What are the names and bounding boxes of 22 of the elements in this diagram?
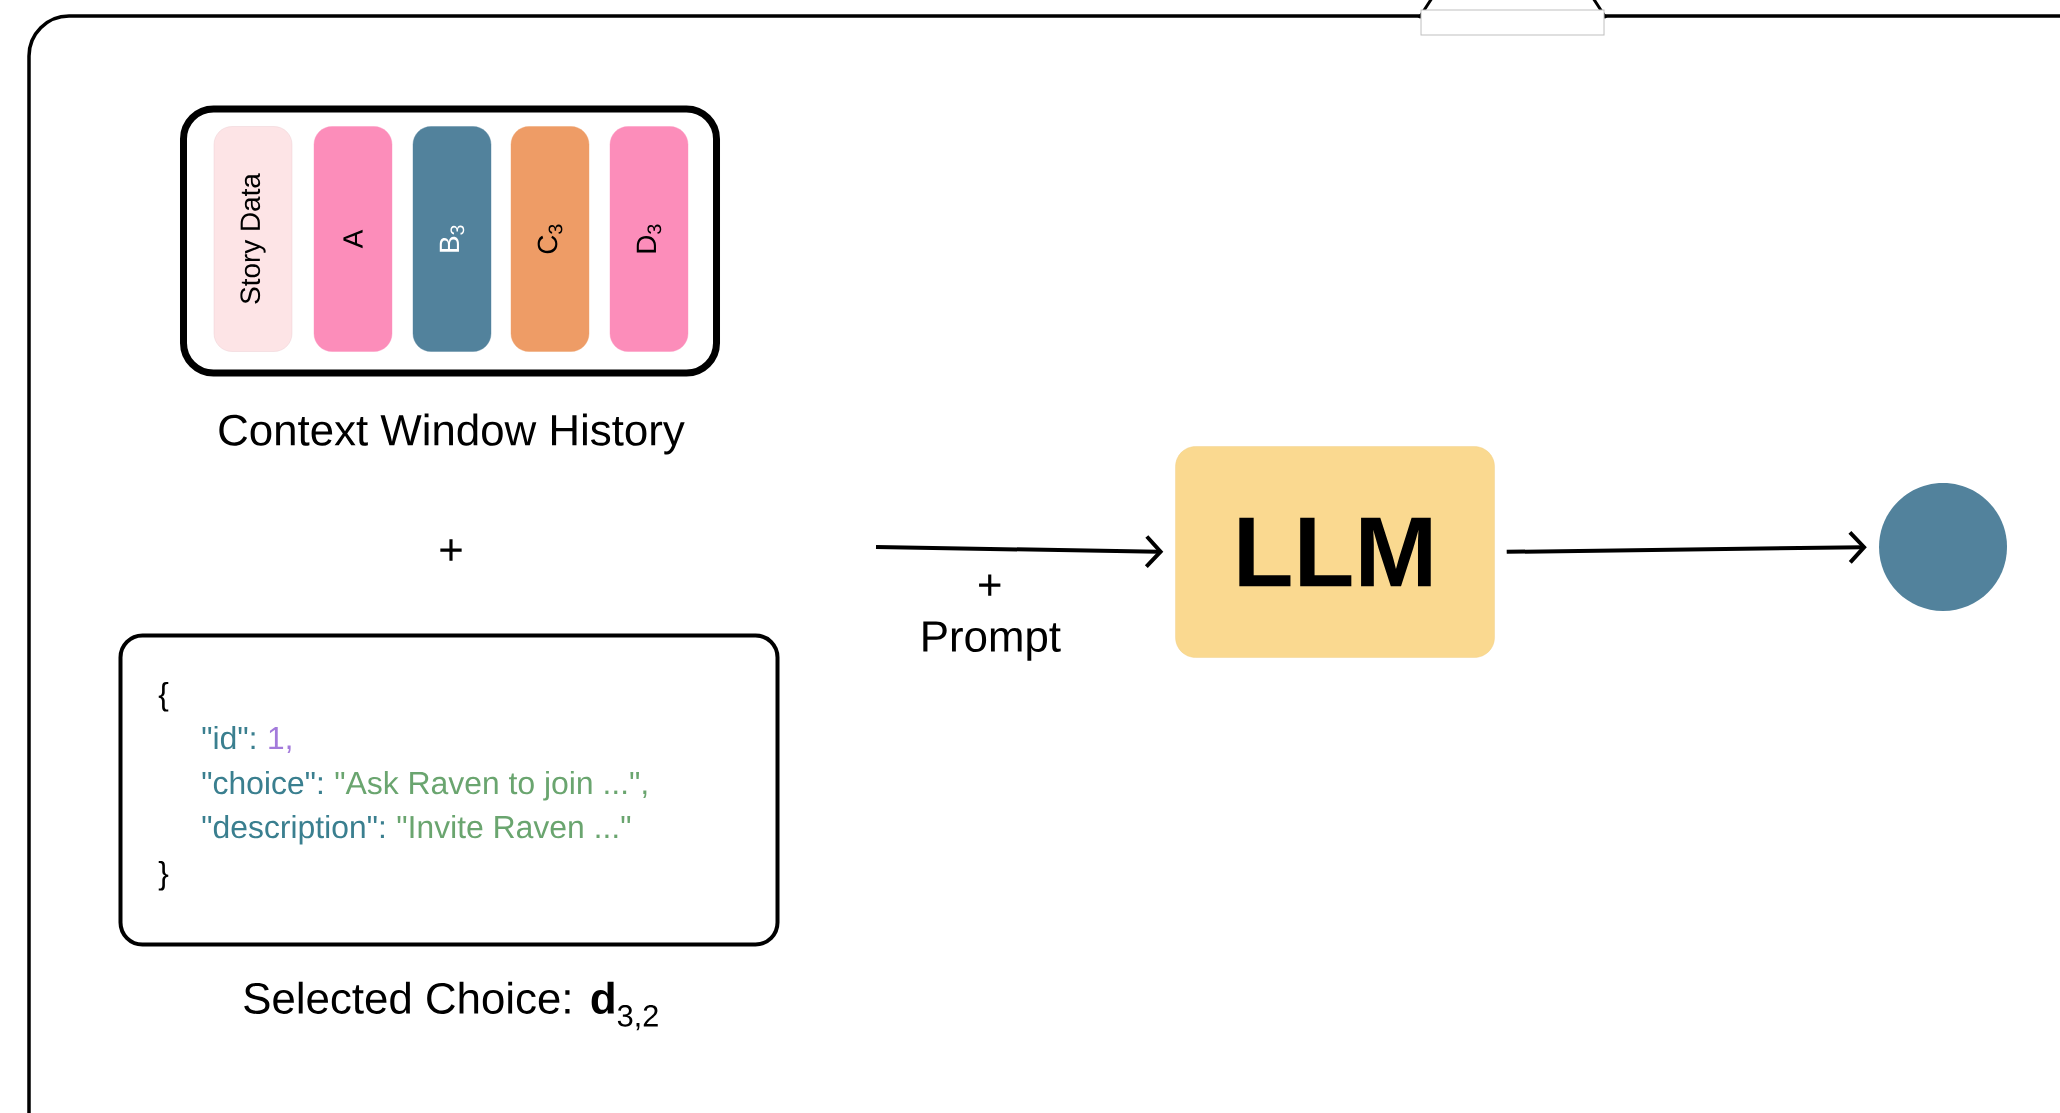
code-text: "Ask Raven to join ...", [335, 770, 647, 801]
arrow [875, 535, 1164, 568]
arrow [1506, 531, 1867, 564]
model-box: LLM [1175, 446, 1495, 658]
node-label: Selected Choice: d$_{3,2}$ [244, 981, 658, 1031]
code-text: } [158, 860, 169, 891]
code-text: "Invite Raven ..." [397, 814, 631, 839]
output-circle [1879, 483, 2007, 611]
code-text: 1, [269, 727, 291, 754]
context-block: C$_{3}$ [510, 126, 590, 352]
plus-sign: + [440, 539, 462, 561]
context-block: Story Data [213, 126, 293, 352]
code-text: { [158, 681, 169, 712]
node-label: Context Window History [219, 413, 685, 455]
code-text: "choice": [202, 770, 322, 795]
code-text: "id": [202, 725, 255, 750]
code-text: "description": [202, 814, 384, 845]
edge-label: + Prompt [923, 574, 1061, 661]
context-block: A [313, 126, 393, 352]
context-window-box [180, 105, 720, 377]
context-block: B$_{3}$ [412, 126, 492, 352]
context-block: D$_{3}$ [609, 126, 689, 352]
